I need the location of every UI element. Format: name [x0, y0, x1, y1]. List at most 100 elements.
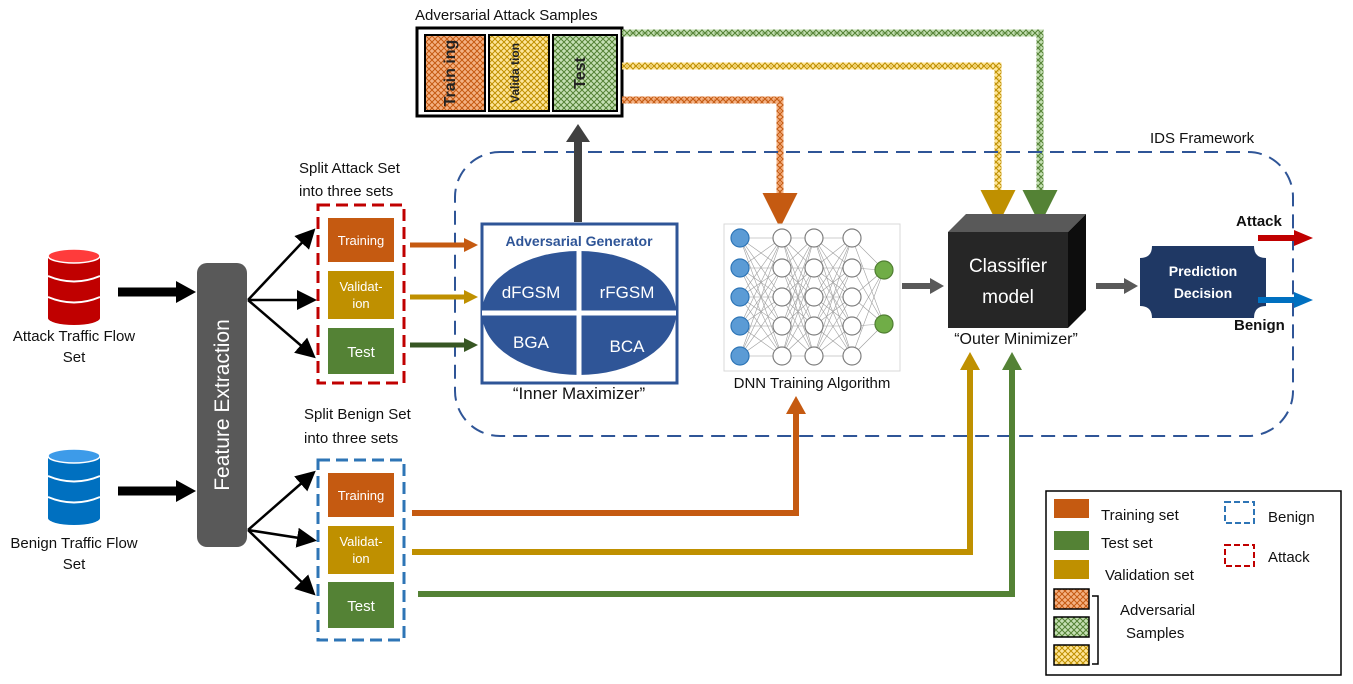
benign-output-label: Benign — [1234, 317, 1285, 334]
legend-training-label: Training set — [1101, 507, 1180, 524]
attack-training-box — [328, 218, 394, 262]
adv-test-flow-line — [622, 29, 1044, 205]
benign-validation-box — [328, 526, 394, 574]
dnn-hidden-node — [804, 346, 824, 366]
attack-validation-box — [328, 271, 394, 319]
dnn-input-node — [730, 287, 750, 307]
split-benign-border — [316, 458, 406, 642]
split-attack-title-1: Split Attack Set — [299, 160, 401, 177]
attack-source-label-1: Attack Traffic Flow — [13, 328, 135, 345]
legend-adv-test-swatch — [1053, 616, 1090, 638]
benign-database-icon — [47, 448, 101, 525]
dnn-nodes — [730, 228, 894, 366]
legend-training-swatch — [1054, 499, 1089, 518]
benign-training-box — [328, 473, 394, 517]
legend-adversarial-label-2: Samples — [1126, 625, 1184, 642]
dnn-edge — [851, 269, 885, 327]
legend-box — [1045, 490, 1342, 676]
dnn-edge — [851, 267, 885, 325]
dnn-edge — [739, 296, 783, 357]
legend-test-swatch — [1054, 531, 1089, 550]
dnn-edge — [781, 237, 815, 298]
dnn-edge — [739, 267, 783, 357]
dnn-output-node — [874, 314, 894, 334]
dnn-input-node — [730, 258, 750, 278]
legend-adversarial-bracket — [1092, 595, 1099, 665]
decision-label-1: Prediction — [1169, 263, 1237, 279]
dnn-hidden-node — [842, 287, 862, 307]
split-benign-title-2: into three sets — [304, 430, 398, 447]
dnn-edge — [813, 237, 853, 298]
method-rfgsm: rFGSM — [600, 283, 655, 302]
method-dfgsm: dFGSM — [502, 283, 561, 302]
dnn-hidden-node — [772, 346, 792, 366]
legend-adv-validation-swatch — [1053, 644, 1090, 666]
ids-framework-region — [454, 151, 1294, 437]
dnn-hidden-node — [804, 258, 824, 278]
dnn-hidden-node — [842, 258, 862, 278]
benign-validation-to-classifier — [412, 368, 973, 555]
dnn-caption: DNN Training Algorithm — [734, 375, 891, 392]
dnn-hidden-node — [772, 287, 792, 307]
classifier-model-box — [948, 214, 1086, 328]
benign-test-box — [328, 582, 394, 628]
legend-attack-swatch — [1224, 544, 1255, 567]
benign-validation-label-2: ion — [352, 551, 369, 566]
legend-adversarial-label-1: Adversarial — [1120, 602, 1195, 619]
dnn-hidden-node — [772, 258, 792, 278]
generator-title: Adversarial Generator — [505, 233, 653, 249]
benign-test-label: Test — [347, 598, 375, 615]
attack-fanout-arrows — [247, 228, 317, 359]
legend-benign-swatch — [1224, 501, 1255, 524]
attack-validation-label-2: ion — [352, 296, 369, 311]
method-bga: BGA — [513, 333, 550, 352]
split-attack-title-2: into three sets — [299, 183, 393, 200]
dnn-input-node — [730, 346, 750, 366]
legend-benign-label: Benign — [1268, 509, 1315, 526]
dnn-edge — [813, 237, 853, 327]
dnn-edge — [813, 237, 853, 357]
legend-test-label: Test set — [1101, 535, 1154, 552]
dnn-input-node — [730, 228, 750, 248]
dnn-edge — [739, 237, 783, 298]
benign-validation-label-1: Validat- — [339, 534, 382, 549]
benign-source-label-1: Benign Traffic Flow — [10, 535, 137, 552]
benign-training-to-dnn — [412, 412, 799, 516]
benign-fanout-arrows — [247, 470, 317, 596]
attack-database-icon — [47, 248, 101, 325]
adversarial-samples-title: Adversarial Attack Samples — [415, 7, 598, 24]
adv-validation-flow-line — [622, 62, 1002, 205]
feature-extraction-block — [197, 263, 247, 547]
dnn-hidden-node — [804, 287, 824, 307]
dnn-input-node — [730, 316, 750, 336]
attack-output-label: Attack — [1236, 213, 1283, 230]
outer-minimizer-caption: “Outer Minimizer” — [954, 331, 1078, 348]
attack-test-box — [328, 328, 394, 374]
legend-attack-label: Attack — [1268, 549, 1310, 566]
adversarial-samples-box: Train ing Valida tion Test — [415, 26, 624, 118]
classifier-label-1: Classifier — [969, 256, 1048, 277]
dnn-hidden-node — [772, 228, 792, 248]
dnn-edge — [781, 237, 815, 327]
prediction-decision-box — [1140, 246, 1266, 318]
dnn-edge — [739, 237, 783, 357]
adv-test-sample — [552, 34, 618, 112]
adv-validation-sample — [488, 34, 550, 112]
dnn-edge — [813, 296, 853, 357]
legend-adv-training-swatch — [1053, 588, 1090, 610]
benign-training-label: Training — [338, 488, 384, 503]
split-benign-title-1: Split Benign Set — [304, 406, 412, 423]
legend-validation-swatch — [1054, 560, 1089, 579]
dnn-hidden-node — [842, 316, 862, 336]
feature-extraction-label: Feature Extraction — [211, 319, 234, 491]
attack-validation-label-1: Validat- — [339, 279, 382, 294]
adv-training-label: Train ing — [442, 40, 459, 107]
method-bca: BCA — [610, 337, 646, 356]
attack-source-label-2: Set — [63, 349, 86, 366]
decision-label-2: Decision — [1174, 285, 1232, 301]
dnn-hidden-node — [804, 228, 824, 248]
classifier-label-2: model — [982, 287, 1034, 308]
dnn-output-node — [874, 260, 894, 280]
